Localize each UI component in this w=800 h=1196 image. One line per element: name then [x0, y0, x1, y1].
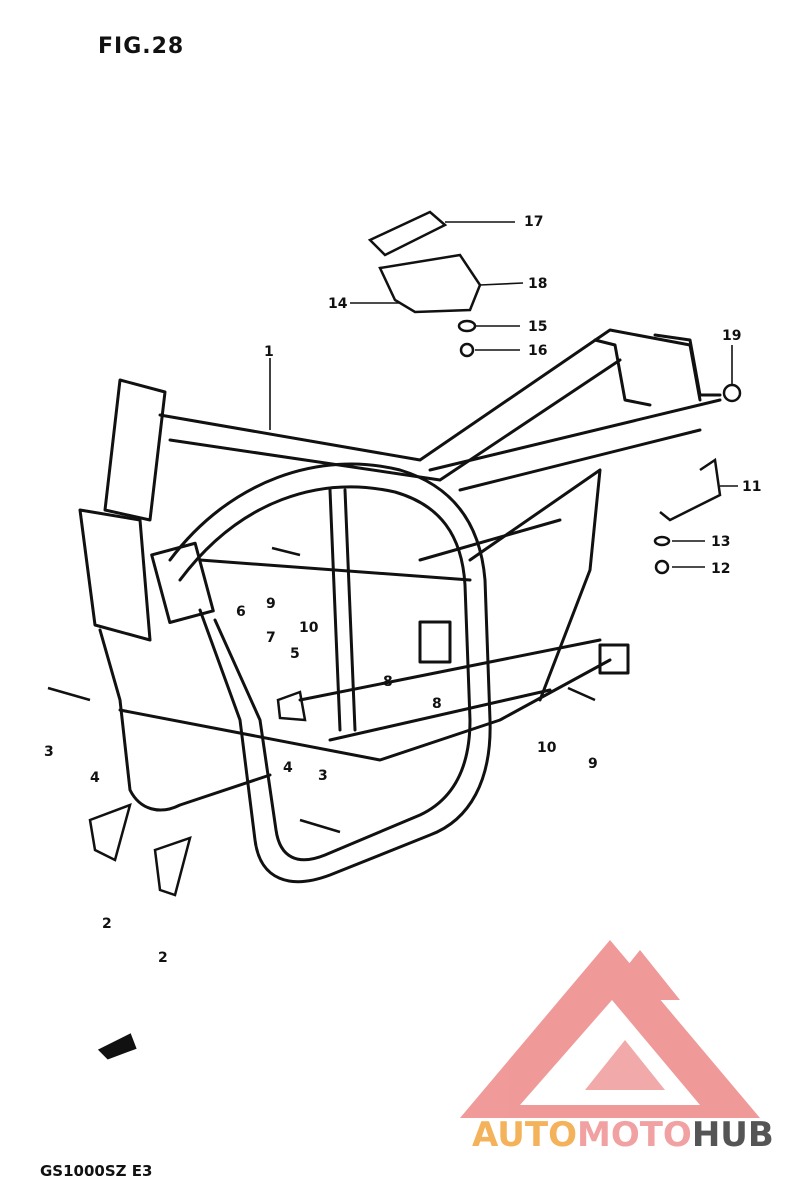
callout-7: 7 [266, 630, 276, 646]
callout-12: 12 [711, 561, 730, 577]
callout-8-right: 8 [432, 696, 442, 712]
callout-3-center: 3 [318, 768, 328, 784]
callout-4-center: 4 [283, 760, 293, 776]
callout-6: 6 [236, 604, 246, 620]
callout-4-left: 4 [90, 770, 100, 786]
watermark-text: AUTOMOTOHUB [472, 1115, 774, 1155]
figure-title: FIG.28 [98, 34, 185, 59]
callout-3-left: 3 [44, 744, 54, 760]
callout-5: 5 [290, 646, 300, 662]
frame-assembly [78, 328, 722, 884]
watermark-word-moto: MOTO [577, 1115, 692, 1155]
callout-15: 15 [528, 319, 547, 335]
callout-10-right: 10 [537, 740, 557, 756]
callout-2-right: 2 [158, 950, 168, 966]
leader-lines [269, 221, 738, 568]
callout-1: 1 [264, 344, 274, 360]
callout-2-left: 2 [102, 916, 112, 932]
watermark-word-hub: HUB [692, 1115, 774, 1155]
callout-14: 14 [328, 296, 348, 312]
callout-16: 16 [528, 343, 547, 359]
watermark-word-auto: AUTO [472, 1115, 577, 1155]
model-code: GS1000SZ E3 [40, 1162, 153, 1180]
callout-19: 19 [722, 328, 741, 344]
callout-17: 17 [524, 214, 543, 230]
callout-9-right: 9 [588, 756, 598, 772]
callout-9-left: 9 [266, 596, 276, 612]
callout-labels: 1 2 2 3 3 4 4 5 6 7 8 8 9 9 10 10 11 12 … [44, 214, 761, 966]
callout-18: 18 [528, 276, 547, 292]
callout-10-left: 10 [299, 620, 319, 636]
watermark-logo-icon [460, 940, 760, 1118]
callout-13: 13 [711, 534, 730, 550]
callout-11: 11 [742, 479, 761, 495]
small-parts [47, 210, 742, 1060]
callout-8-left: 8 [383, 674, 393, 690]
